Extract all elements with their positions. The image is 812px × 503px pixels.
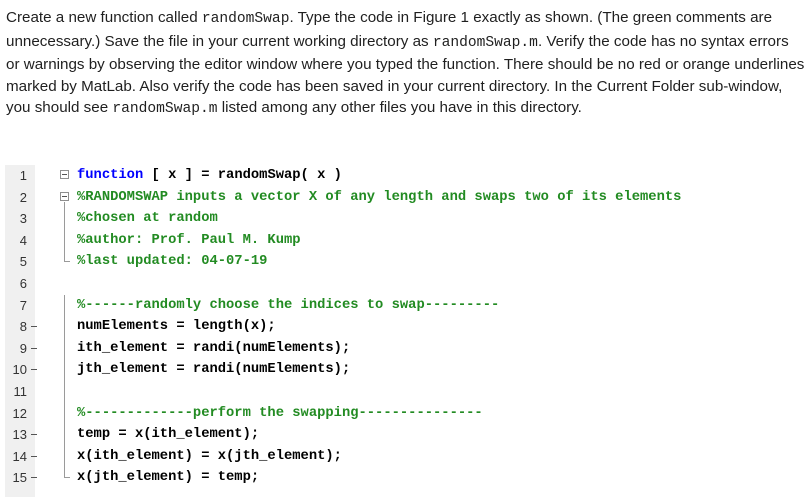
code-text: ith_element = randi(numElements); — [77, 340, 351, 356]
fold-end-guide — [64, 467, 70, 479]
instructions-text: listed among any other files you have in… — [217, 99, 582, 117]
code-text: x(jth_element) = temp; — [77, 470, 260, 486]
filename-code: randomSwap.m — [112, 101, 218, 118]
fold-guide — [64, 294, 65, 317]
code-text: numElements = length(x); — [77, 319, 276, 335]
code-line[interactable]: 5 %last updated: 04-07-19 — [5, 251, 795, 273]
line-number: 3 — [19, 211, 27, 227]
code-line[interactable]: 3 %chosen at random — [5, 208, 795, 230]
code-line[interactable]: 15 x(jth_element) = temp; — [5, 467, 795, 489]
code-text: function [ x ] = randomSwap( x ) — [77, 165, 342, 187]
fold-guide — [64, 359, 65, 381]
code-line[interactable]: 9 ith_element = randi(numElements); — [5, 337, 795, 360]
fold-toggle-icon[interactable] — [60, 191, 69, 201]
fold-guide — [64, 424, 65, 446]
code-line[interactable]: 1 function [ x ] = randomSwap( x ) — [5, 165, 795, 187]
line-number: 1 — [19, 168, 27, 183]
fold-guide — [64, 208, 65, 230]
comment-text: %last updated: 04-07-19 — [77, 254, 268, 270]
line-number: 4 — [19, 232, 27, 248]
line-number: 8 — [19, 319, 27, 335]
line-number: 7 — [19, 297, 27, 313]
line-number: 9 — [19, 340, 27, 356]
line-number: 6 — [19, 276, 27, 291]
line-number: 15 — [12, 470, 27, 486]
line-number: 11 — [13, 384, 28, 399]
executable-line-marker[interactable] — [31, 455, 37, 457]
code-line[interactable]: 13 temp = x(ith_element); — [5, 424, 795, 446]
fold-guide — [64, 337, 65, 360]
executable-line-marker[interactable] — [31, 477, 37, 479]
line-number: 13 — [12, 427, 27, 443]
line-number: 12 — [12, 405, 27, 421]
code-line[interactable]: 7 %------randomly choose the indices to … — [5, 294, 795, 317]
code-editor[interactable]: 1 function [ x ] = randomSwap( x ) 2 %RA… — [5, 165, 795, 497]
line-number: 14 — [12, 448, 27, 464]
line-number: 5 — [19, 254, 27, 270]
filename-code: randomSwap.m — [432, 34, 538, 51]
function-name-code: randomSwap — [201, 11, 290, 27]
executable-line-marker[interactable] — [31, 434, 37, 436]
code-line[interactable]: 2 %RANDOMSWAP inputs a vector X of any l… — [5, 187, 795, 209]
line-number: 10 — [12, 362, 27, 378]
executable-line-marker[interactable] — [31, 326, 37, 328]
code-line[interactable]: 11 — [5, 381, 795, 403]
fold-guide — [64, 402, 65, 425]
comment-text: %------randomly choose the indices to sw… — [77, 297, 500, 313]
instructions-text: . Verify the code has no syntax errors o… — [6, 32, 805, 117]
line-number-gutter — [5, 165, 35, 497]
code-text: temp = x(ith_element); — [77, 427, 260, 443]
comment-text: %author: Prof. Paul M. Kump — [77, 232, 301, 248]
line-number: 2 — [19, 189, 27, 205]
fold-guide — [64, 229, 65, 252]
code-line[interactable]: 10 jth_element = randi(numElements); — [5, 359, 795, 381]
comment-text: %-------------perform the swapping------… — [77, 405, 483, 421]
comment-text: %chosen at random — [77, 211, 218, 227]
fold-guide — [64, 381, 65, 403]
instructions-text: . Type the code in Figure 1 exactly as s… — [6, 9, 773, 50]
comment-text: %RANDOMSWAP inputs a vector X of any len… — [77, 189, 682, 205]
executable-line-marker[interactable] — [31, 369, 37, 371]
code-line[interactable]: 14 x(ith_element) = x(jth_element); — [5, 445, 795, 468]
fold-guide — [64, 316, 65, 338]
executable-line-marker[interactable] — [31, 347, 37, 349]
instructions-text: Create a new function called — [6, 9, 202, 26]
keyword-text: function — [77, 168, 144, 183]
fold-end-guide — [64, 251, 70, 263]
code-line[interactable]: 8 numElements = length(x); — [5, 316, 795, 338]
code-line[interactable]: 12 %-------------perform the swapping---… — [5, 402, 795, 425]
code-line[interactable]: 4 %author: Prof. Paul M. Kump — [5, 229, 795, 252]
code-text: x(ith_element) = x(jth_element); — [77, 448, 342, 464]
fold-guide — [64, 445, 65, 468]
instructions-paragraph: Create a new function called randomSwap.… — [6, 7, 806, 121]
fold-guide — [64, 201, 65, 209]
code-line[interactable]: 6 — [5, 273, 795, 295]
code-text: [ x ] = randomSwap( x ) — [143, 168, 342, 183]
fold-toggle-icon[interactable] — [60, 170, 69, 179]
code-text: jth_element = randi(numElements); — [77, 362, 351, 378]
